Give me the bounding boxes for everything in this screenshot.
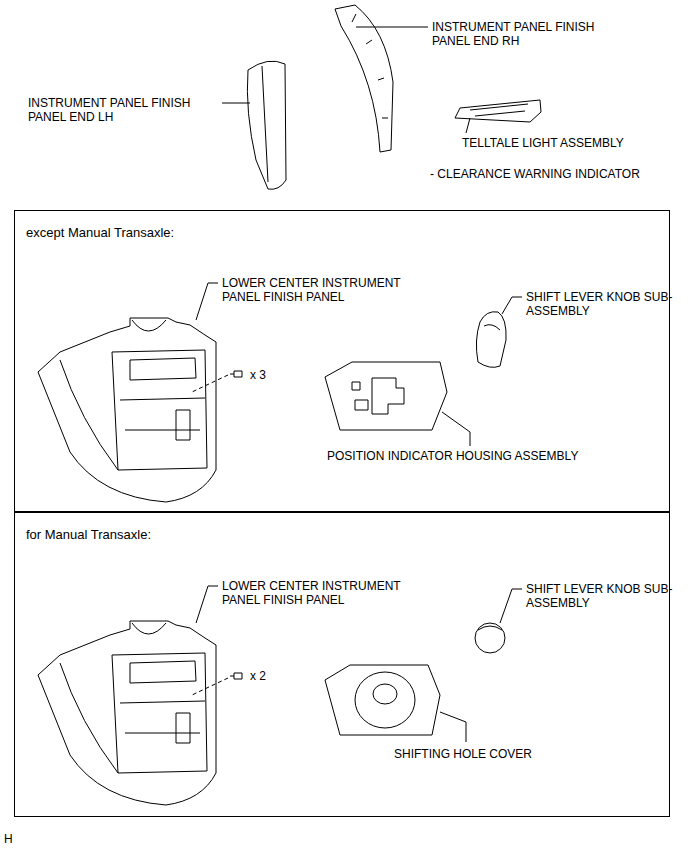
part-label: - CLEARANCE WARNING INDICATOR [430, 167, 680, 181]
part-label: INSTRUMENT PANEL FINISH PANEL END LH [28, 96, 218, 124]
part-label: x 2 [250, 669, 290, 683]
part-label: SHIFTING HOLE COVER [394, 747, 644, 761]
variant-heading: for Manual Transaxle: [26, 527, 151, 543]
part-label: TELLTALE LIGHT ASSEMBLY [462, 136, 672, 150]
part-label: x 3 [250, 368, 290, 382]
variant-heading: except Manual Transaxle: [26, 225, 174, 241]
variant-frame: except Manual Transaxle: [14, 210, 670, 512]
part-label: SHIFT LEVER KNOB SUB-ASSEMBLY [526, 290, 676, 318]
part-label: H [4, 832, 34, 846]
part-label: SHIFT LEVER KNOB SUB-ASSEMBLY [526, 582, 676, 610]
part-label: LOWER CENTER INSTRUMENT PANEL FINISH PAN… [222, 579, 427, 607]
variant-frame: for Manual Transaxle: [14, 512, 670, 817]
part-label: INSTRUMENT PANEL FINISH PANEL END RH [432, 20, 632, 48]
part-label: POSITION INDICATOR HOUSING ASSEMBLY [327, 449, 657, 463]
part-label: LOWER CENTER INSTRUMENT PANEL FINISH PAN… [222, 276, 427, 304]
